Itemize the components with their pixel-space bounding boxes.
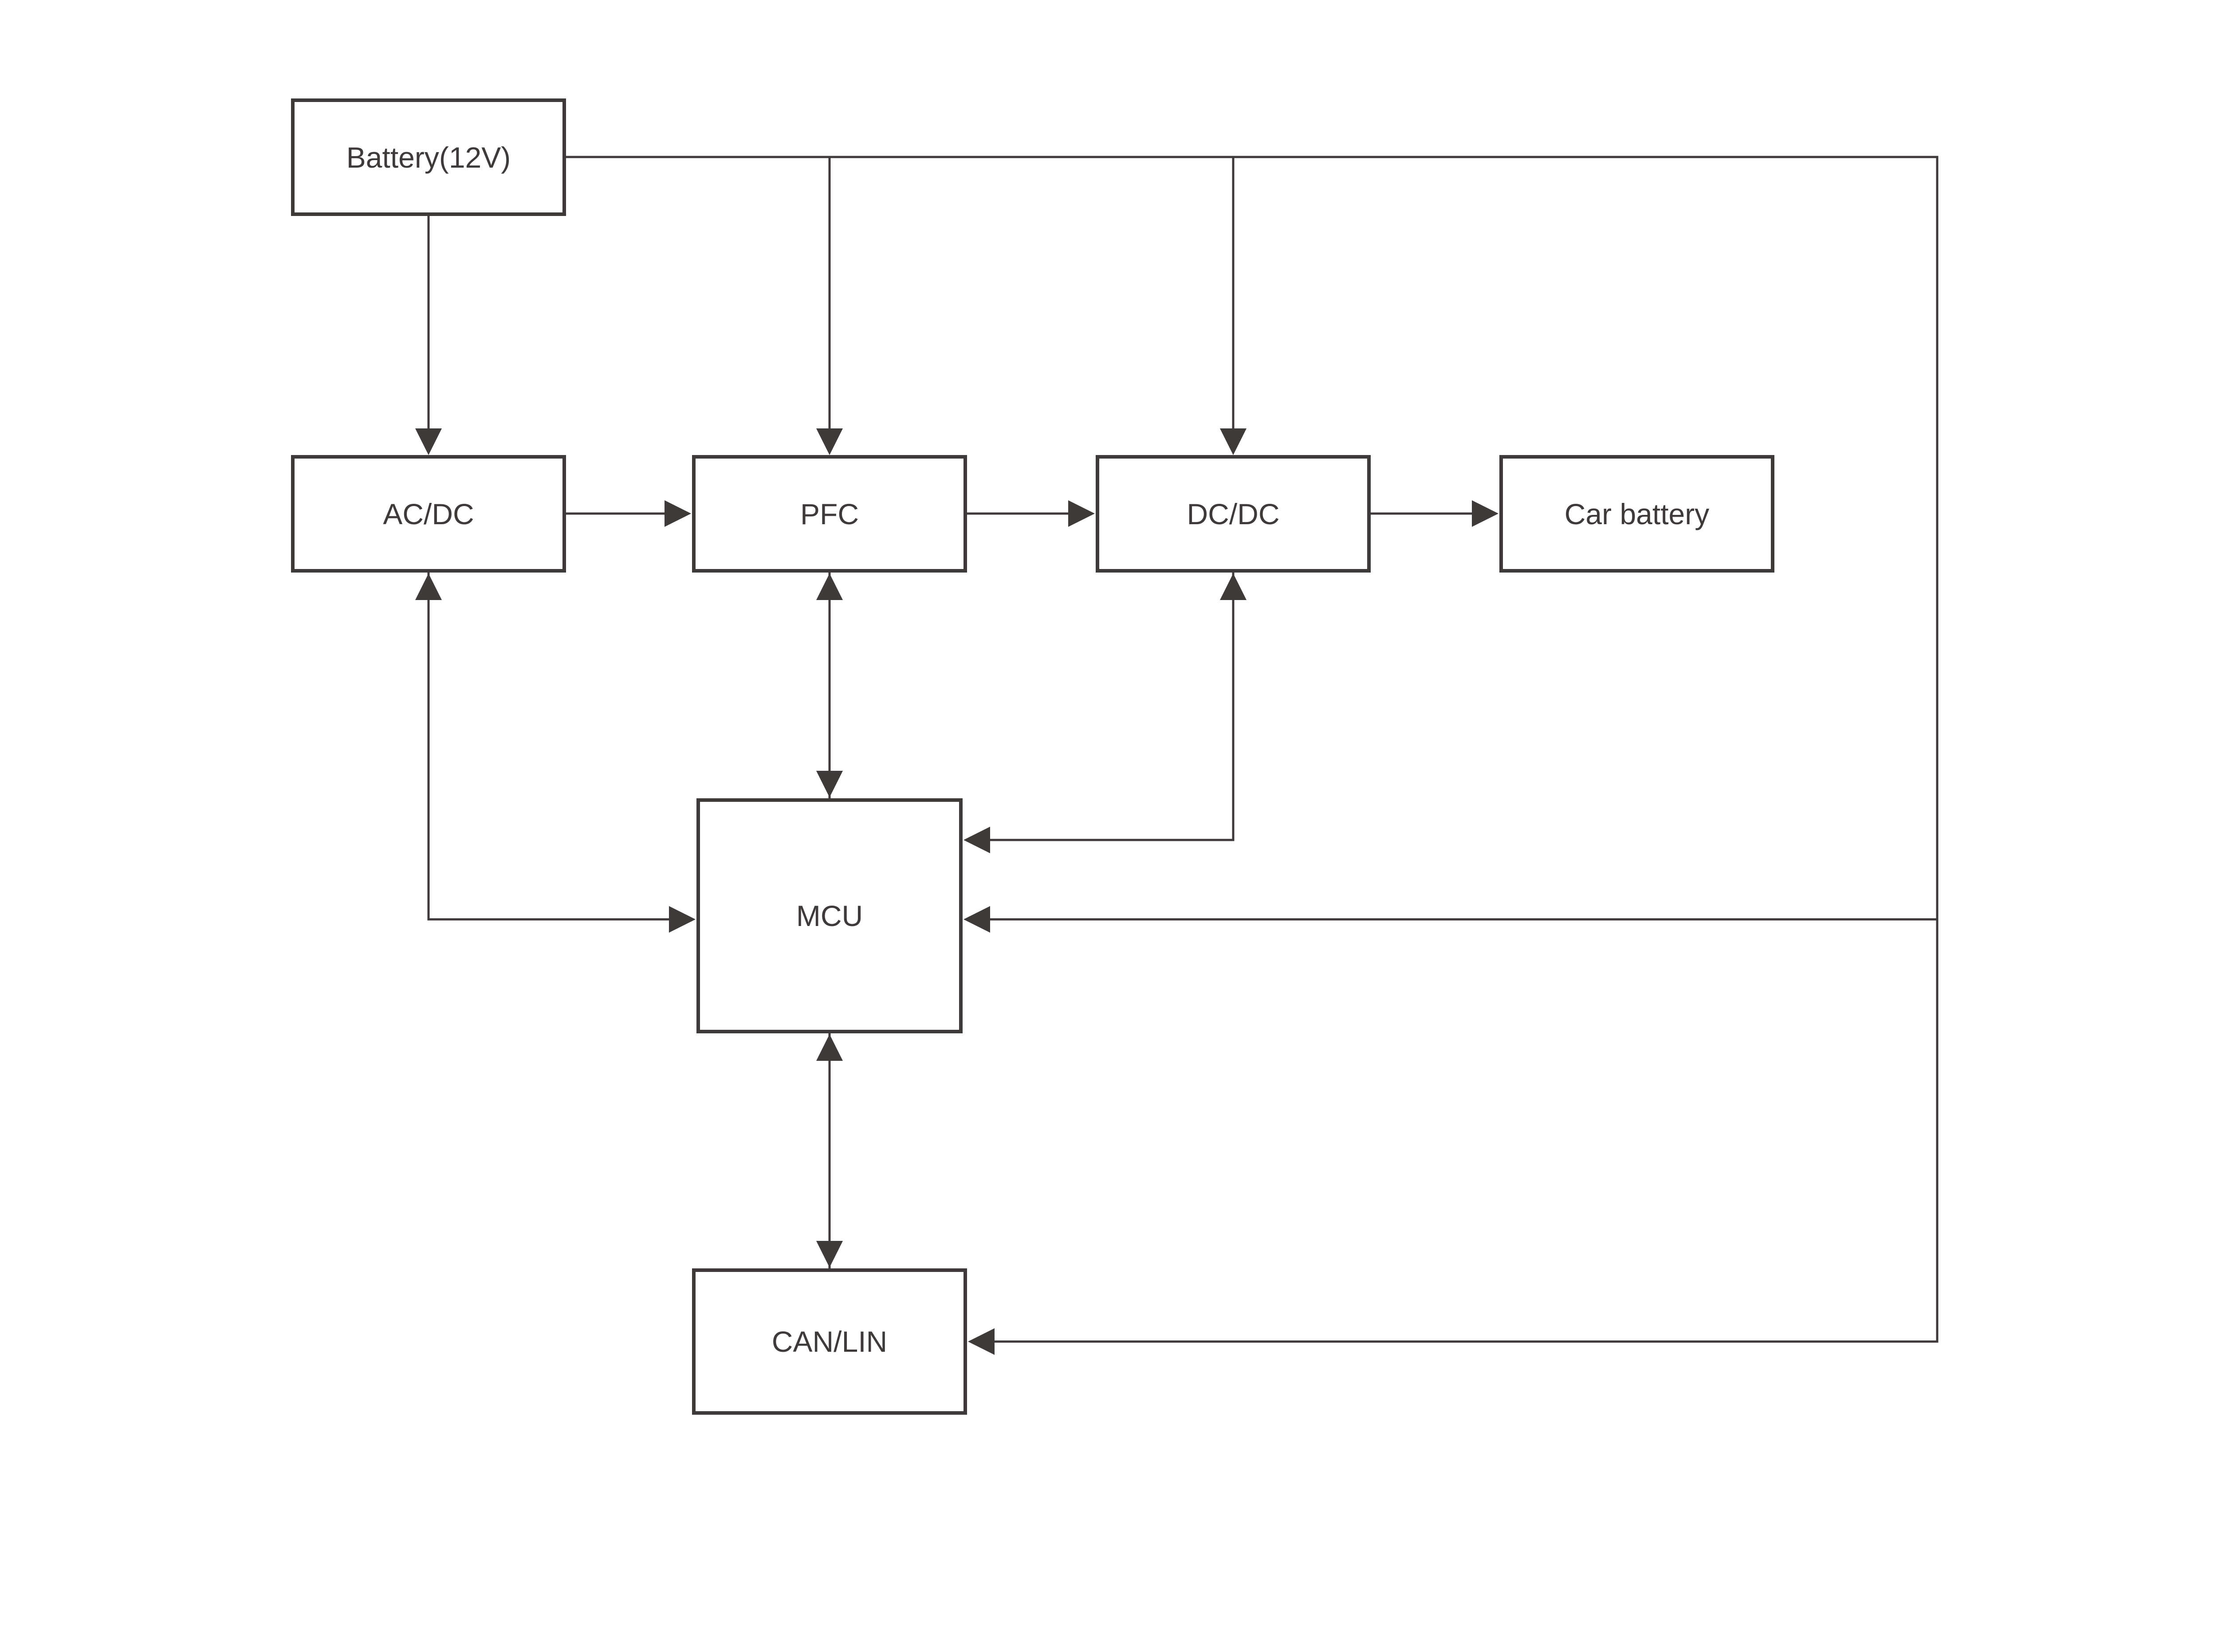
edge-battery-rail-canlin	[566, 156, 1939, 1355]
node-pfc: PFC	[692, 455, 967, 573]
node-canlin-label: CAN/LIN	[771, 1325, 888, 1358]
node-mcu-label: MCU	[796, 899, 863, 932]
node-mcu: MCU	[696, 798, 963, 1033]
edge-acdc-mcu-elbow	[427, 573, 696, 933]
node-dcdc: DC/DC	[1096, 455, 1371, 573]
node-car-battery-label: Car battery	[1564, 497, 1710, 530]
node-acdc: AC/DC	[291, 455, 566, 573]
node-acdc-label: AC/DC	[383, 497, 474, 530]
node-car-battery: Car battery	[1499, 455, 1774, 573]
node-canlin: CAN/LIN	[692, 1268, 967, 1415]
node-battery: Battery(12V)	[291, 98, 566, 216]
edge-dcdc-mcu-elbow	[963, 573, 1235, 853]
node-dcdc-label: DC/DC	[1187, 497, 1280, 530]
node-battery-label: Battery(12V)	[346, 141, 511, 174]
node-pfc-label: PFC	[800, 497, 859, 530]
